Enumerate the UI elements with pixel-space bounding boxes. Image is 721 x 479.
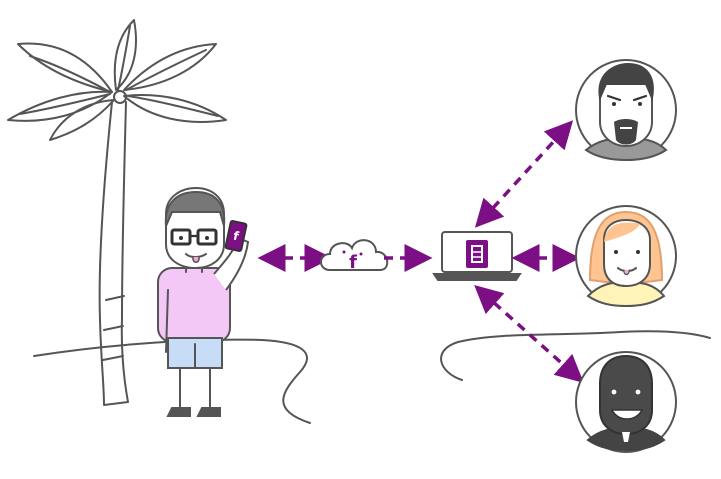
svg-text:f: f: [232, 229, 241, 244]
laptop-icon: [432, 231, 522, 281]
lowered-arm: [165, 289, 169, 353]
tongue: [192, 256, 200, 263]
legs: [179, 367, 211, 409]
smartphone-icon: f: [224, 220, 248, 252]
arrow-laptop-bearded-man: [474, 120, 574, 228]
hair: [164, 190, 226, 227]
palm-tree: [7, 19, 227, 406]
arrow-laptop-bald-man: [474, 285, 584, 383]
avatar-bearded-man: [575, 59, 677, 162]
avatar-bald-man: [575, 351, 677, 453]
ground-line-left: [33, 338, 311, 424]
ground-line-right: [440, 330, 711, 381]
avatar-blonde-woman: [575, 205, 677, 308]
person-on-beach: f: [157, 186, 250, 417]
cloud-icon: f: [320, 239, 389, 273]
document-icon: [466, 240, 488, 268]
app-f-logo-icon: f: [349, 252, 357, 273]
shoes: [166, 407, 221, 417]
